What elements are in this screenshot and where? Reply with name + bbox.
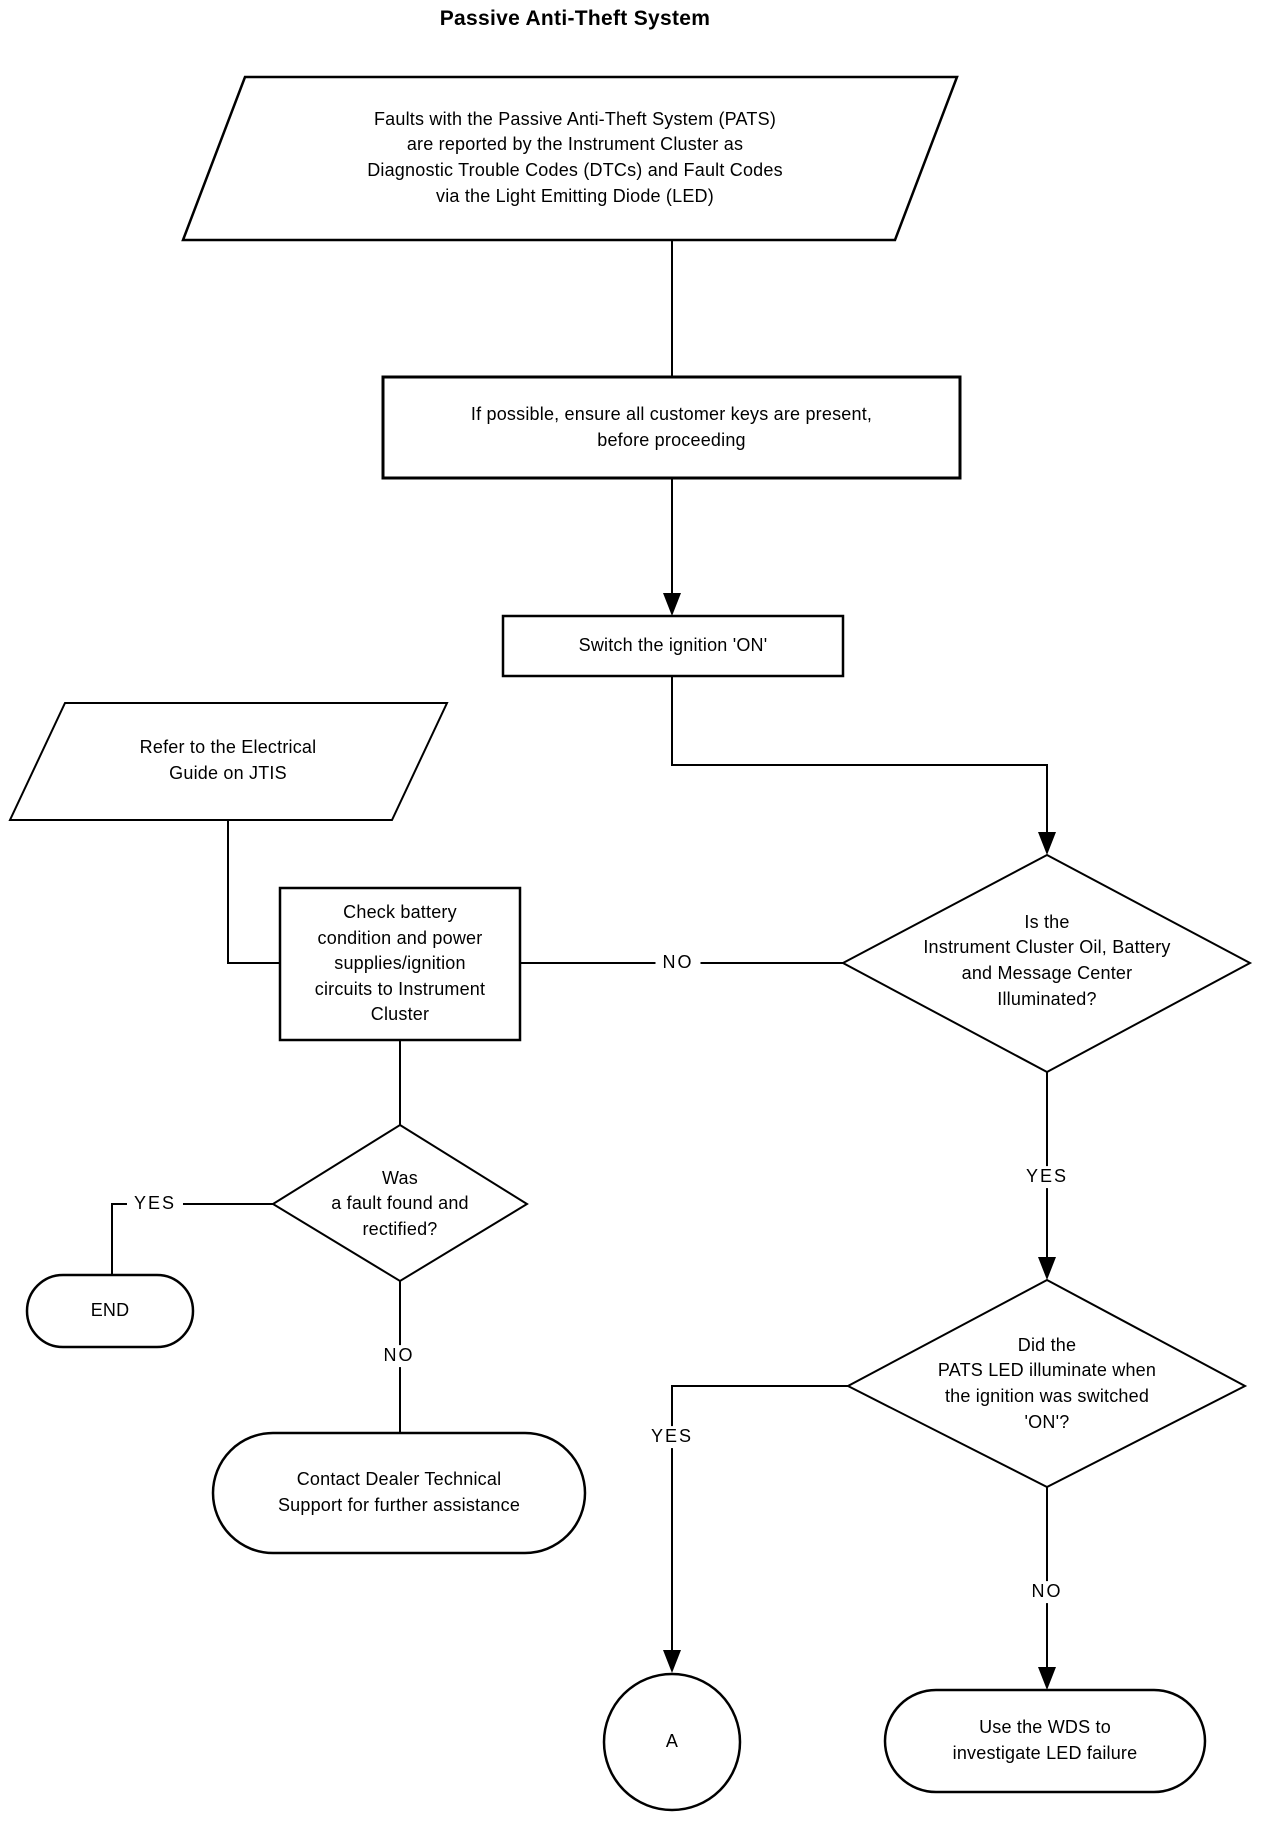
node-fault-rectified-shape bbox=[271, 1123, 529, 1283]
node-refer-guide-shape bbox=[8, 702, 449, 821]
arrowhead-into-cluster-decision bbox=[1038, 832, 1056, 855]
edge-refer-to-check bbox=[227, 820, 280, 964]
node-led-illuminated-label: Did the PATS LED illuminate when the ign… bbox=[937, 1334, 1157, 1432]
edge-label-led-no: NO bbox=[1024, 1581, 1070, 1603]
edge-label-led-yes: YES bbox=[643, 1426, 701, 1448]
node-ensure-keys-label: If possible, ensure all customer keys ar… bbox=[470, 404, 873, 450]
edge-label-fault-no: NO bbox=[376, 1345, 422, 1367]
node-fault-rectified-label: Was a fault found and rectified? bbox=[331, 1167, 469, 1239]
node-check-battery-shape bbox=[278, 886, 522, 1042]
edge-led-yes-to-a bbox=[671, 1385, 848, 1653]
edge-label-fault-yes: YES bbox=[126, 1193, 184, 1215]
arrowhead-into-wds bbox=[1038, 1667, 1056, 1690]
node-cluster-illuminated-shape bbox=[840, 853, 1253, 1074]
node-faults-reported-label: Faults with the Passive Anti-Theft Syste… bbox=[367, 108, 783, 206]
node-contact-dealer-shape bbox=[211, 1431, 587, 1555]
node-connector-a-label: A bbox=[665, 1731, 679, 1752]
edge-fault-yes-to-end bbox=[111, 1203, 273, 1275]
node-cluster-illuminated-label: Is the Instrument Cluster Oil, Battery a… bbox=[923, 911, 1171, 1009]
page-title: Passive Anti-Theft System bbox=[439, 7, 711, 30]
edge-label-cluster-no: NO bbox=[655, 952, 701, 974]
node-end-label: END bbox=[90, 1300, 130, 1321]
arrowhead-into-led-decision bbox=[1038, 1257, 1056, 1280]
node-faults-reported-shape bbox=[181, 75, 959, 242]
node-use-wds-shape bbox=[883, 1688, 1207, 1794]
node-refer-guide-label: Refer to the Electrical Guide on JTIS bbox=[139, 737, 317, 783]
edge-label-cluster-yes: YES bbox=[1018, 1166, 1076, 1188]
node-led-illuminated-shape bbox=[845, 1278, 1248, 1489]
node-switch-ignition-label: Switch the ignition 'ON' bbox=[578, 635, 768, 656]
node-switch-ignition-shape bbox=[501, 614, 845, 678]
node-end-shape bbox=[25, 1273, 195, 1349]
node-ensure-keys-shape bbox=[381, 375, 962, 480]
node-contact-dealer-label: Contact Dealer Technical Support for fur… bbox=[277, 1469, 521, 1515]
node-use-wds-label: Use the WDS to investigate LED failure bbox=[952, 1717, 1138, 1763]
node-connector-a-shape bbox=[602, 1672, 742, 1812]
edge-switch-to-cluster bbox=[671, 676, 1048, 835]
node-check-battery-label: Check battery condition and power suppli… bbox=[314, 902, 486, 1025]
arrowhead-into-connector-a bbox=[663, 1650, 681, 1673]
arrowhead-into-switch bbox=[663, 593, 681, 616]
